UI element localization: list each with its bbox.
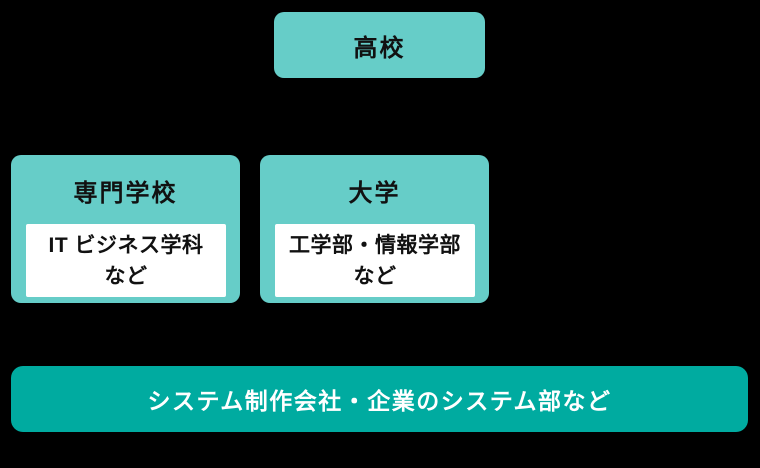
node-vocational-school-detail-panel: IT ビジネス学科 など (26, 224, 226, 297)
node-vocational-school-detail-line-1: IT ビジネス学科 (48, 233, 204, 257)
node-vocational-school-label: 専門学校 (73, 180, 178, 207)
node-university-detail-line-2: など (353, 264, 397, 288)
node-vocational-school: 専門学校 IT ビジネス学科 など (11, 155, 240, 303)
node-high-school-label: 高校 (353, 34, 406, 62)
node-high-school: 高校 (274, 12, 485, 78)
node-employment-destination-label: システム制作会社・企業のシステム部など (147, 388, 612, 414)
node-university-detail-panel: 工学部・情報学部 など (275, 224, 475, 297)
node-university: 大学 工学部・情報学部 など (260, 155, 489, 303)
node-university-label: 大学 (348, 180, 401, 207)
node-vocational-school-detail-line-2: など (104, 264, 148, 288)
node-employment-destination: システム制作会社・企業のシステム部など (11, 366, 748, 432)
node-university-detail-line-1: 工学部・情報学部 (289, 233, 461, 257)
